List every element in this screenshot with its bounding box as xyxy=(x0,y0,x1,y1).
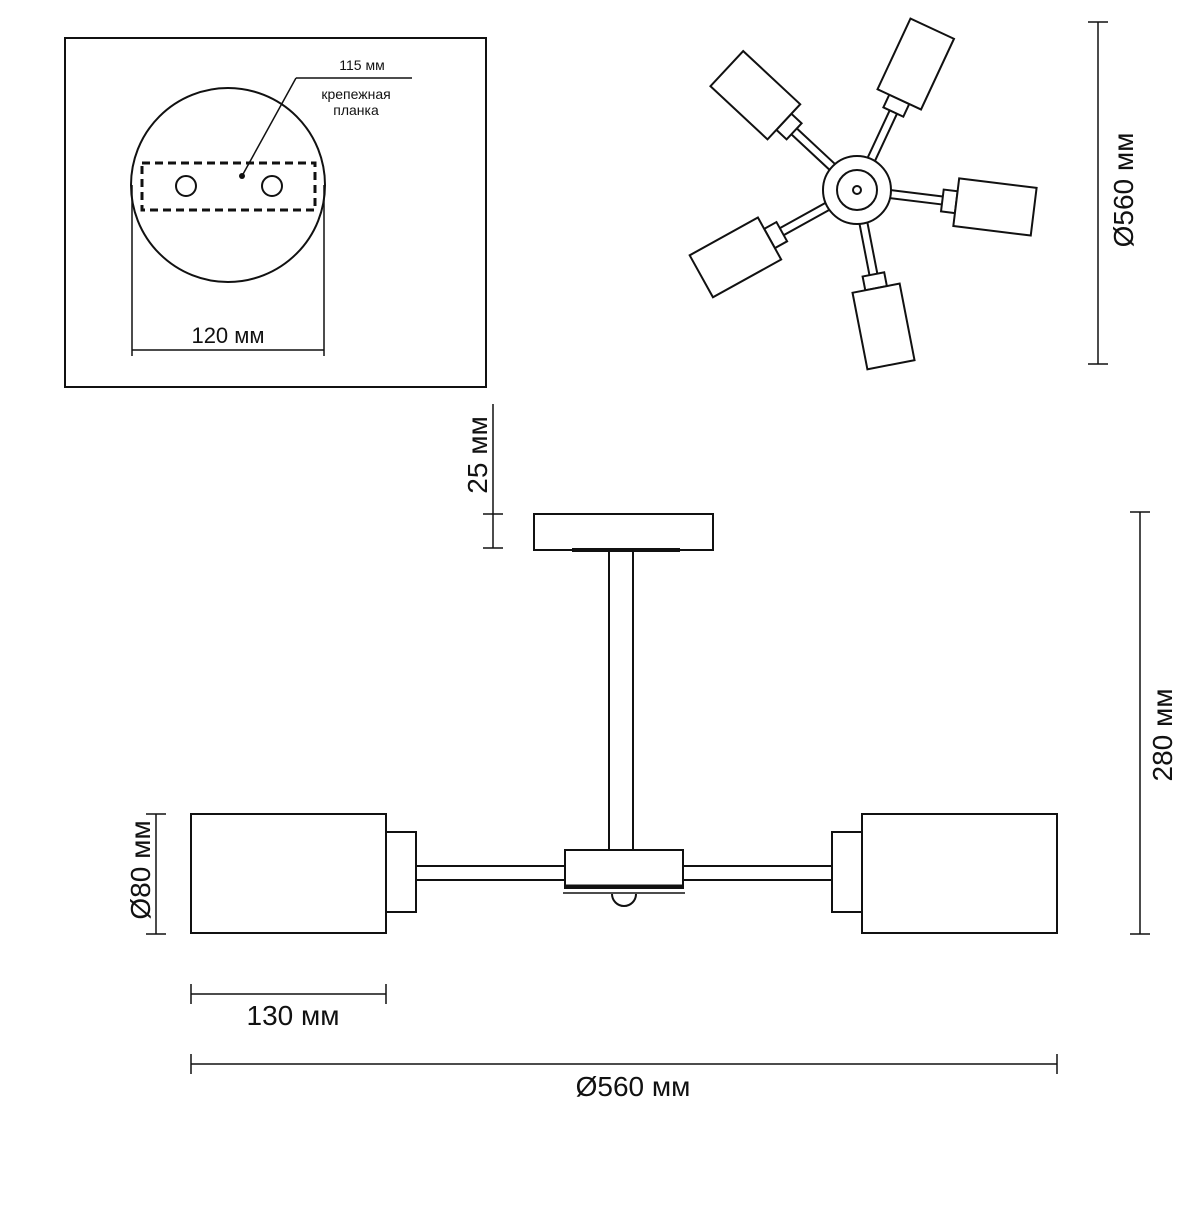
side-shade-left xyxy=(190,813,387,934)
mount-detail-frame xyxy=(64,37,487,388)
top-view: Ø560 мм xyxy=(688,17,1139,371)
shade-length-label: 130 мм xyxy=(247,1000,340,1031)
top-view-arm-rod xyxy=(788,125,840,174)
side-arm-right xyxy=(682,865,834,881)
top-view-arm-rod xyxy=(885,188,946,206)
mounting-hole-left xyxy=(175,175,197,197)
side-socket-left xyxy=(385,831,417,913)
top-diameter-label: Ø560 мм xyxy=(1108,133,1139,248)
mount-detail-panel: 115 мм крепежная планка 120 мм xyxy=(64,37,487,388)
top-view-shade xyxy=(851,282,916,371)
mounting-hole-right xyxy=(261,175,283,197)
top-view-arm xyxy=(688,199,835,299)
side-shade-right xyxy=(861,813,1058,934)
top-view-arm-rod xyxy=(857,217,879,279)
canopy-base-circle xyxy=(130,87,326,283)
top-view-shade xyxy=(709,49,802,141)
bracket-leader-line xyxy=(241,77,297,177)
side-hub xyxy=(564,849,684,889)
top-view-shade xyxy=(688,216,783,299)
side-arm-left xyxy=(415,865,566,881)
top-view-arm xyxy=(864,17,956,166)
mounting-bracket-outline xyxy=(140,161,317,212)
top-view-arm xyxy=(851,217,916,371)
total-height-label: 280 мм xyxy=(1147,689,1178,782)
top-view-arm-rod xyxy=(776,199,835,238)
plate-length-label: 115 мм xyxy=(339,57,384,73)
side-socket-right xyxy=(831,831,863,913)
top-view-hub-center xyxy=(852,185,862,195)
canopy-height-label: 25 мм xyxy=(462,416,493,493)
overall-diameter-label: Ø560 мм xyxy=(576,1071,691,1102)
top-view-shade xyxy=(952,177,1038,237)
shade-diameter-label: Ø80 мм xyxy=(125,820,156,919)
bracket-label-line2: планка xyxy=(333,102,379,118)
side-rod xyxy=(608,550,634,851)
top-view-arm-rod xyxy=(864,107,900,166)
top-view-arms xyxy=(688,17,1038,371)
base-diameter-label: 120 мм xyxy=(191,323,264,348)
bracket-label-line1: крепежная xyxy=(321,86,390,102)
top-view-arm xyxy=(709,49,840,174)
side-view: 25 мм 280 мм Ø80 мм 130 мм Ø560 мм xyxy=(125,404,1178,1102)
top-view-shade xyxy=(876,17,956,111)
top-view-arm xyxy=(885,177,1038,237)
side-finial xyxy=(611,893,637,907)
side-canopy xyxy=(533,513,714,551)
